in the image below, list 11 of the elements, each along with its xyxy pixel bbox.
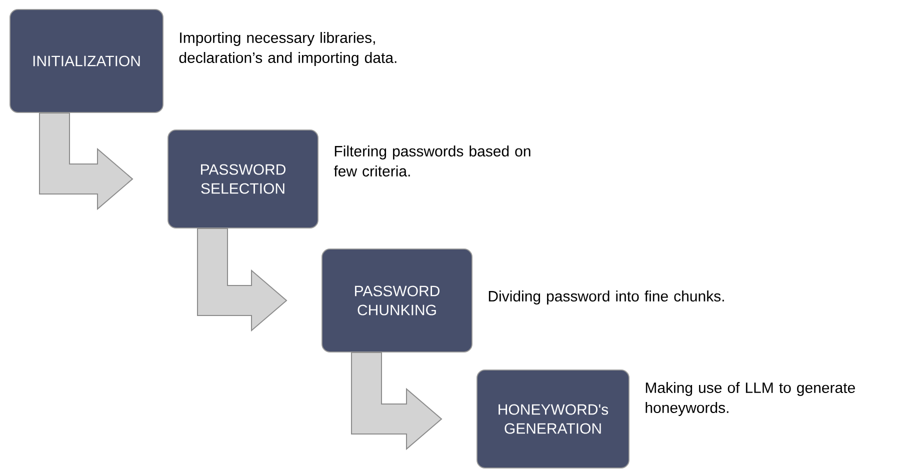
bent-arrow	[39, 112, 134, 210]
process-box: INITIALIZATION	[10, 9, 164, 113]
process-box: HONEYWORD's GENERATION	[476, 370, 630, 468]
description-text: Importing necessary libraries, declaration’s and importing data.	[179, 32, 396, 66]
description-text: Making use of LLM to generate honeywords.	[646, 382, 855, 416]
bent-arrow	[351, 352, 442, 450]
process-box: PASSWORD CHUNKING	[322, 248, 472, 352]
process-box: PASSWORD SELECTION	[168, 130, 318, 228]
description-text: Filtering passwords based on few criteria.	[334, 146, 530, 176]
description-text: Dividing password into fine chunks.	[488, 290, 724, 304]
bent-arrow	[197, 228, 288, 332]
